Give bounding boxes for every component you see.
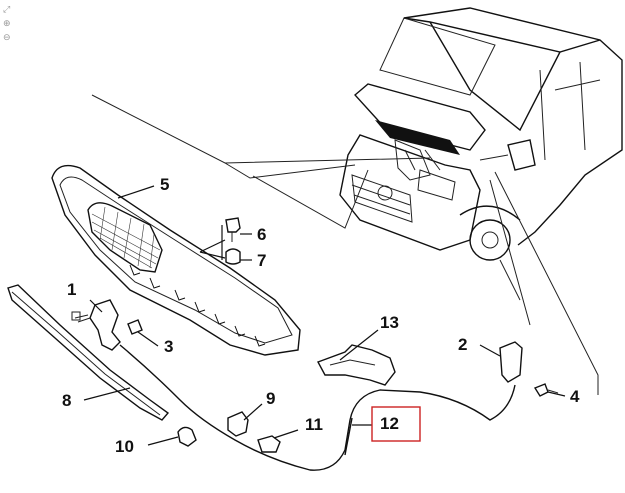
callout-3[interactable]: 3 bbox=[164, 337, 173, 356]
zoom-in-icon[interactable]: ⊕ bbox=[3, 19, 11, 29]
callout-7[interactable]: 7 bbox=[257, 251, 266, 270]
clip-11-part bbox=[257, 435, 281, 453]
callout-1[interactable]: 1 bbox=[67, 280, 76, 299]
clip-3-part bbox=[127, 319, 143, 335]
callout-12[interactable]: 12 bbox=[380, 414, 399, 433]
release-cable-part bbox=[119, 344, 516, 471]
grommet-10-part bbox=[177, 426, 197, 447]
callout-8[interactable]: 8 bbox=[62, 391, 71, 410]
highlight-box bbox=[371, 406, 421, 442]
front-grille-part bbox=[51, 164, 301, 356]
callout-labels[interactable]: 5 6 7 1 3 8 9 10 11 12 13 2 4 bbox=[62, 175, 580, 456]
callout-10[interactable]: 10 bbox=[115, 437, 134, 456]
fit-icon[interactable]: ⤢ bbox=[2, 5, 10, 15]
van-illustration bbox=[339, 7, 623, 261]
viewer-toolbar: ⤢ ⊕ ⊖ bbox=[2, 5, 11, 43]
hood-latch-part bbox=[71, 299, 121, 351]
trim-strip-part bbox=[7, 284, 170, 421]
clip-9-part bbox=[227, 411, 249, 437]
indicator-lines bbox=[91, 94, 599, 395]
callout-13[interactable]: 13 bbox=[380, 313, 399, 332]
clip-6-part bbox=[225, 217, 241, 242]
callout-5[interactable]: 5 bbox=[160, 175, 169, 194]
zoom-out-icon[interactable]: ⊖ bbox=[3, 33, 11, 43]
leader-lines bbox=[83, 185, 566, 446]
clip-7-part bbox=[225, 248, 241, 265]
callout-2[interactable]: 2 bbox=[458, 335, 467, 354]
bracket-13-part bbox=[317, 344, 396, 386]
callout-9[interactable]: 9 bbox=[266, 389, 275, 408]
callout-6[interactable]: 6 bbox=[257, 225, 266, 244]
callout-11[interactable]: 11 bbox=[305, 415, 323, 434]
screw-part bbox=[533, 383, 559, 397]
release-handle-part bbox=[499, 341, 523, 383]
callout-4[interactable]: 4 bbox=[570, 387, 580, 406]
